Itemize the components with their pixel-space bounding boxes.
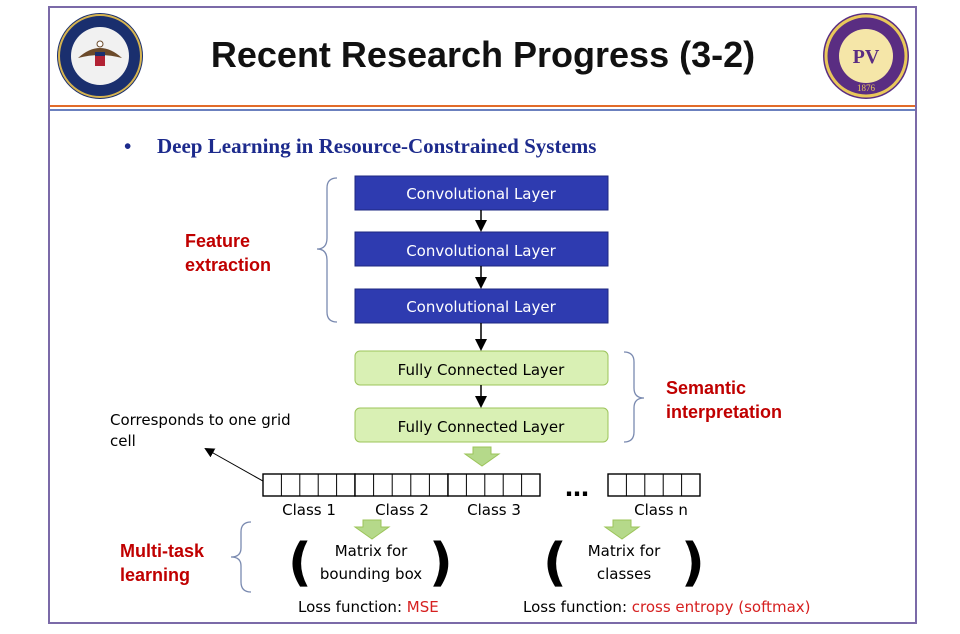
grid-note-line2: cell [110,432,136,450]
bbox-right-bracket: ) [429,533,453,593]
bbox-label-line1: Matrix for [335,542,408,560]
green-arrow-to-bbox [353,519,391,540]
green-arrow-to-grid [463,446,501,467]
classes-left-bracket: ( [543,533,567,593]
conv-layer-1: Convolutional Layer [354,175,609,211]
loss-mse: Loss function: MSE [298,598,439,616]
conv-layer-3: Convolutional Layer [354,288,609,324]
fc-layer-2-label: Fully Connected Layer [398,418,565,436]
grid-group-class-2 [354,473,449,497]
grid-note-pointer [204,448,271,486]
multitask-label-line1: Multi-task [120,541,205,561]
green-arrow-to-classes [603,519,641,540]
semantic-label-line1: Semantic [666,378,746,398]
loss-ce: Loss function: cross entropy (softmax) [523,598,811,616]
fc-layer-2: Fully Connected Layer [354,407,609,443]
grid-group-class-1 [262,473,356,497]
bbox-label-line2: bounding box [320,565,422,583]
semantic-label-line2: interpretation [666,402,782,422]
conv-layer-2: Convolutional Layer [354,231,609,267]
class-label-1: Class 1 [282,501,336,519]
grid-group-class-n [607,473,701,497]
class-label-2: Class 2 [375,501,429,519]
feature-label-line2: extraction [185,255,271,275]
bbox-left-bracket: ( [288,533,312,593]
page-title: Recent Research Progress (3-2) [211,34,755,75]
output-grid [262,473,701,497]
conv-layer-3-label: Convolutional Layer [406,298,556,316]
fc-layer-1-label: Fully Connected Layer [398,361,565,379]
classes-label-line1: Matrix for [588,542,661,560]
feature-label-line1: Feature [185,231,250,251]
class-label-n: Class n [634,501,688,519]
classes-label-line2: classes [597,565,651,583]
pvamu-seal-logo: PV 1876 [823,13,909,99]
multitask-label-line2: learning [120,565,190,585]
classes-matrix: ( ) Matrix for classes [543,533,705,593]
grid-note-line1: Corresponds to one grid [110,411,291,429]
bbox-matrix: ( ) Matrix for bounding box [288,533,453,593]
conv-layer-2-label: Convolutional Layer [406,242,556,260]
feature-brace [316,177,338,323]
loss-mse-value: MSE [407,598,439,616]
fc-layer-1: Fully Connected Layer [354,350,609,386]
classes-right-bracket: ) [681,533,705,593]
conv-layer-1-label: Convolutional Layer [406,185,556,203]
loss-mse-prefix: Loss function: [298,598,407,616]
grid-group-class-3 [447,473,541,497]
bullet-marker: • [124,134,131,158]
loss-ce-prefix: Loss function: [523,598,632,616]
multitask-brace [230,521,252,593]
bullet-heading: Deep Learning in Resource-Constrained Sy… [157,134,596,158]
loss-ce-value: cross entropy (softmax) [632,598,811,616]
semantic-brace [623,351,645,443]
class-ellipsis: … [565,474,589,502]
dod-seal-logo [57,13,143,99]
pvamu-seal-year: 1876 [857,83,876,93]
svg-text:PV: PV [853,46,880,68]
class-label-3: Class 3 [467,501,521,519]
